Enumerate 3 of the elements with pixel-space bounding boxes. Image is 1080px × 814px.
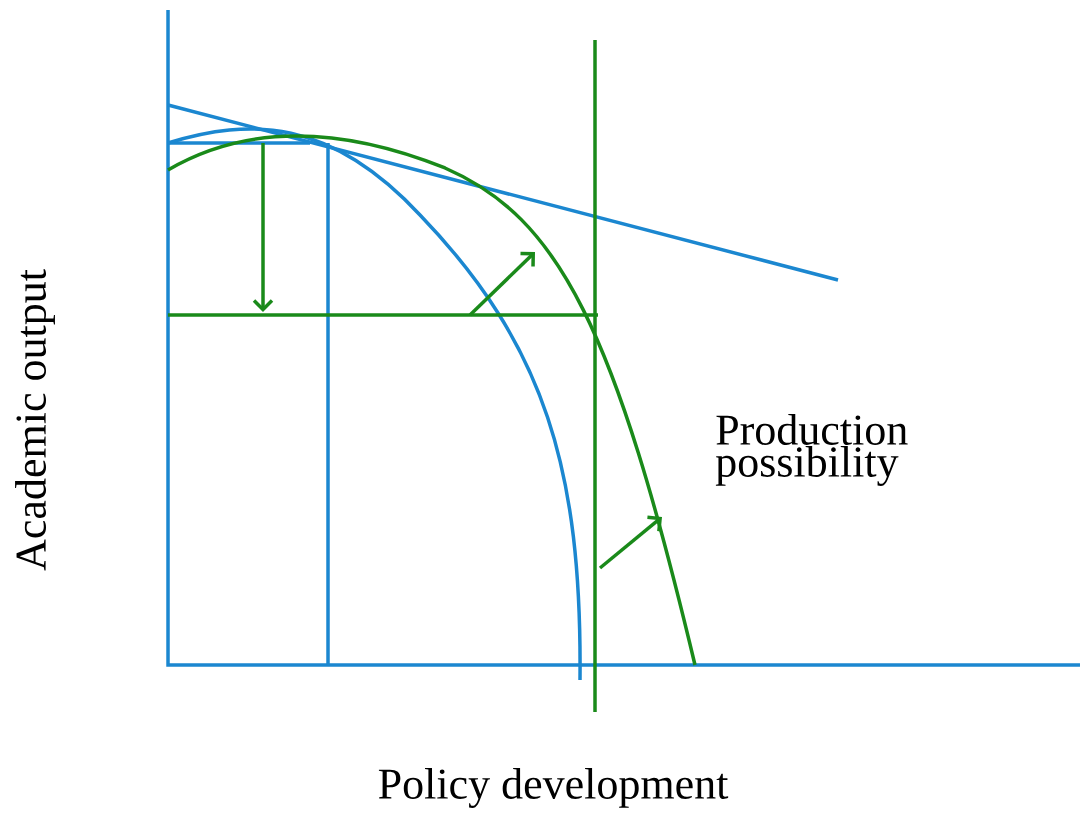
curve-label: Production possibility — [715, 414, 908, 486]
axis-label: Academic output — [15, 269, 55, 571]
axis-label: Policy development — [378, 768, 729, 808]
